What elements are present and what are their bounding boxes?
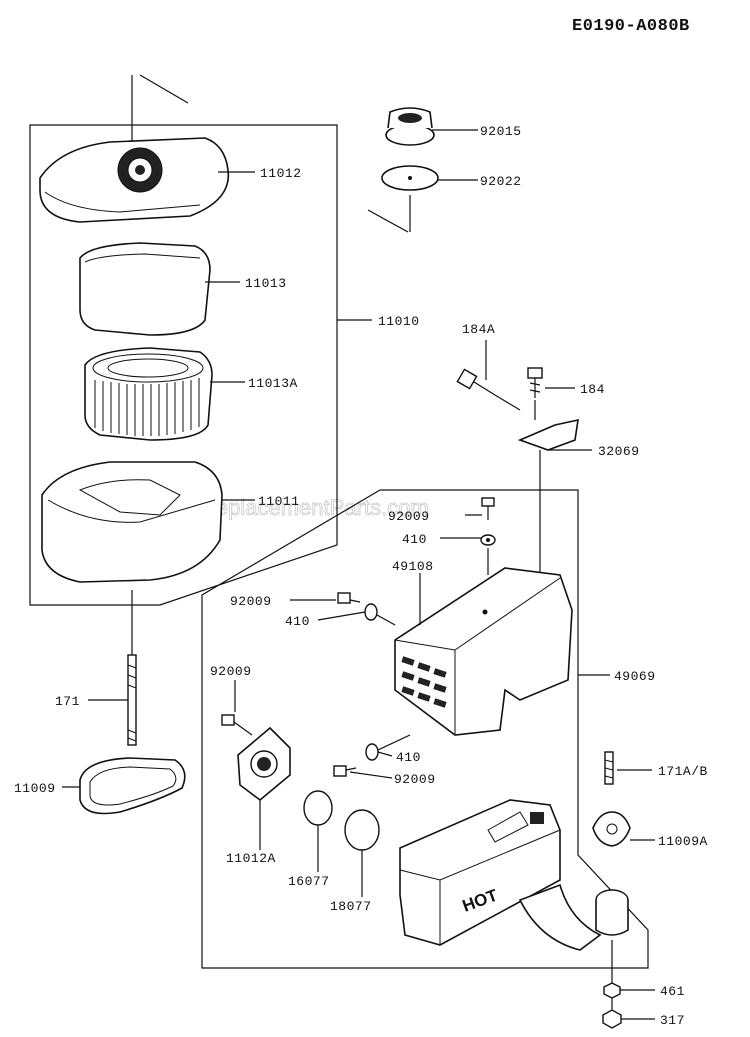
air-cleaner-cover-part: [39, 137, 230, 223]
label-317: 317: [660, 1013, 685, 1028]
label-92022: 92022: [480, 174, 522, 189]
label-32069: 32069: [598, 444, 640, 459]
leader-lines: [62, 129, 655, 1020]
bolt-92009-flange-part: [221, 714, 253, 736]
label-11011: 11011: [258, 494, 300, 509]
muffler-assembly-bracket: [201, 489, 649, 969]
stud-part: [127, 590, 137, 746]
washer-92022-part: [381, 165, 439, 191]
washer-410-lower-part: [365, 734, 411, 761]
label-16077: 16077: [288, 874, 330, 889]
air-cleaner-base-part: [41, 461, 223, 583]
part-labels: 92015 92022 11012 11013 11010 184A 11013…: [14, 124, 708, 1028]
label-92009-left: 92009: [230, 594, 272, 609]
bolt-92009-upper-part: [481, 497, 495, 520]
washer-410-upper-part: [480, 534, 496, 575]
label-410-upper: 410: [402, 532, 427, 547]
label-171AB: 171A/B: [658, 764, 708, 779]
label-461: 461: [660, 984, 685, 999]
bolt-92009-left-part: [337, 592, 361, 604]
washer-410-left-part: [364, 603, 396, 626]
label-92009-flange: 92009: [210, 664, 252, 679]
label-184: 184: [580, 382, 605, 397]
air-cleaner-assembly-bracket: [29, 124, 338, 606]
gasket-part: [79, 757, 186, 815]
oil-cap-part: [385, 107, 435, 146]
gasket-18077-part: [344, 809, 380, 851]
label-92009-upper: 92009: [388, 509, 430, 524]
bolt-184A-part: [456, 368, 521, 411]
label-11012: 11012: [260, 166, 302, 181]
label-410-left: 410: [285, 614, 310, 629]
label-184A: 184A: [462, 322, 495, 337]
label-49069: 49069: [614, 669, 656, 684]
label-92009-lower: 92009: [394, 772, 436, 787]
label-11010: 11010: [378, 314, 420, 329]
gasket-16077-part: [303, 790, 333, 826]
pre-cleaner-part: [79, 242, 211, 336]
label-11013: 11013: [245, 276, 287, 291]
centerline-top: [139, 74, 189, 104]
exhaust-outlet-part: [595, 889, 629, 936]
gasket-11009A-part: [592, 811, 631, 847]
bolt-184-part: [527, 367, 543, 398]
label-92015: 92015: [480, 124, 522, 139]
muffler-cover-part: [394, 567, 573, 736]
muffler-part: [399, 799, 602, 951]
bolt-92009-lower-part: [333, 765, 357, 777]
stud-171AB-part: [604, 751, 614, 785]
label-18077: 18077: [330, 899, 372, 914]
centerline-cap: [367, 209, 409, 233]
label-11013A: 11013A: [248, 376, 298, 391]
nut-461-part: [603, 982, 621, 999]
flange-gasket-part: [237, 726, 291, 802]
label-49108: 49108: [392, 559, 434, 574]
label-11012A: 11012A: [226, 851, 276, 866]
label-11009A: 11009A: [658, 834, 708, 849]
nut-317-part: [602, 1009, 622, 1029]
label-410-lower: 410: [396, 750, 421, 765]
diagram-code: E0190-A080B: [572, 17, 690, 36]
label-11009: 11009: [14, 781, 56, 796]
label-171: 171: [55, 694, 80, 709]
watermark: ReplacementParts.com: [200, 495, 429, 520]
filter-element-part: [84, 347, 213, 441]
